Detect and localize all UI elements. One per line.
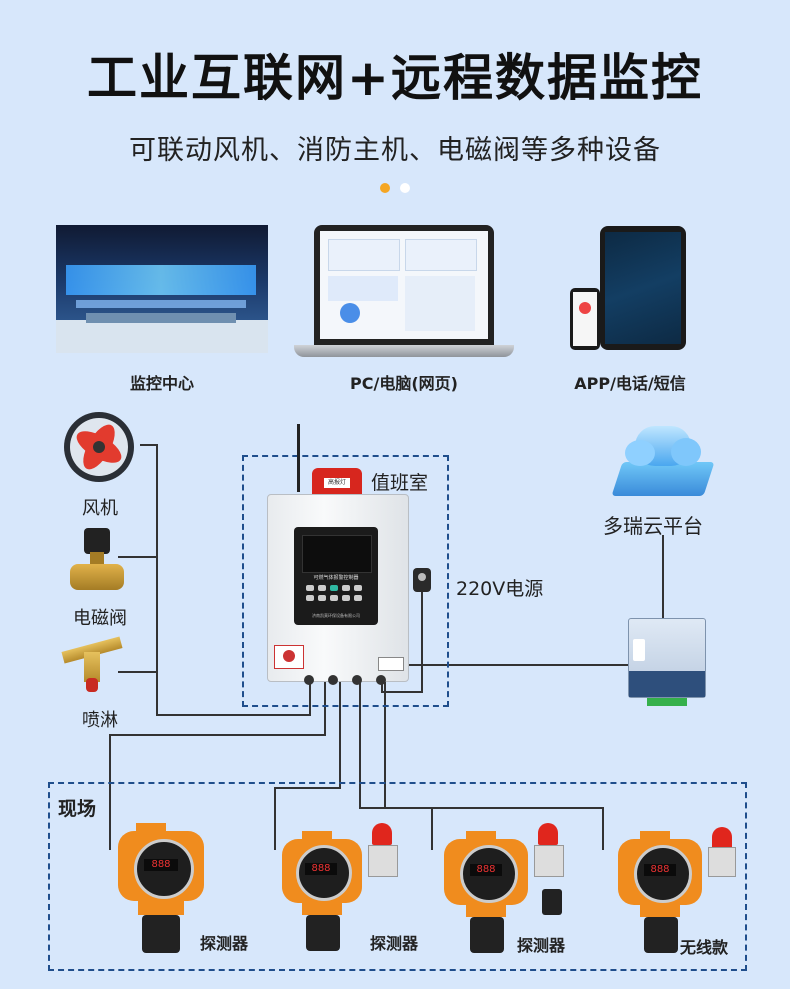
- page-subtitle: 可联动风机、消防主机、电磁阀等多种设备: [129, 135, 661, 166]
- alarm-light-icon: [712, 827, 732, 849]
- power-plug-icon: [413, 568, 431, 592]
- field-box: [48, 782, 747, 971]
- antenna-icon: [297, 424, 300, 492]
- panel-title: 可燃气体报警控制器: [313, 575, 359, 581]
- power-label: 220V电源: [456, 578, 544, 600]
- panel-footer: 济南凯莫环保设备有限公司: [312, 613, 360, 618]
- detector-2-label: 探测器: [370, 934, 419, 953]
- fan-label: 风机: [82, 498, 118, 519]
- duty-room-box: [242, 455, 449, 707]
- detector-reading: 888: [644, 864, 676, 876]
- iot-gateway: [628, 618, 706, 706]
- carousel-dot-active[interactable]: [380, 183, 390, 193]
- detector-4-wireless: 888: [602, 823, 742, 955]
- controller-keypad[interactable]: [306, 585, 366, 607]
- power-adapter-icon: [542, 889, 562, 915]
- duty-room-label: 值班室: [371, 472, 429, 494]
- cloud-label: 多瑞云平台: [603, 514, 703, 538]
- pc-web-label: PC/电脑(网页): [350, 374, 458, 393]
- alarm-controller: 可燃气体报警控制器 济南凯莫环保设备有限公司: [267, 494, 409, 685]
- warning-sticker: [274, 645, 304, 669]
- tablet-icon: [600, 226, 686, 350]
- phone-icon: [570, 288, 600, 350]
- controller-panel: 可燃气体报警控制器 济南凯莫环保设备有限公司: [294, 527, 378, 625]
- laptop-icon: [314, 225, 494, 345]
- app-phone-sms-label: APP/电话/短信: [574, 374, 686, 393]
- detector-reading: 888: [305, 863, 337, 875]
- carousel-dot[interactable]: [400, 183, 410, 193]
- sprinkler-icon: [61, 636, 123, 700]
- laptop-base: [294, 345, 514, 357]
- detector-3-label: 探测器: [517, 936, 566, 955]
- alarm-sticker: 高报灯: [324, 478, 350, 488]
- info-label: [378, 657, 404, 671]
- detector-4-label: 无线款: [680, 938, 729, 957]
- detector-reading: 888: [144, 859, 178, 871]
- detector-1-label: 探测器: [200, 934, 249, 953]
- field-label: 现场: [58, 798, 97, 820]
- sprinkler-label: 喷淋: [82, 710, 118, 731]
- alarm-light-icon: [372, 823, 392, 845]
- alarm-light-icon: 高报灯: [312, 468, 362, 498]
- controller-display: [302, 535, 372, 573]
- detector-reading: 888: [470, 864, 502, 876]
- detector-2: 888: [272, 823, 402, 955]
- control-center-image: [56, 225, 268, 353]
- alarm-light-icon: [538, 823, 558, 845]
- cloud-icon: [611, 418, 715, 498]
- solenoid-valve-icon: [66, 528, 126, 596]
- detector-3: 888: [428, 823, 568, 955]
- page-title: 工业互联网+远程数据监控: [87, 49, 703, 107]
- valve-label: 电磁阀: [73, 608, 127, 629]
- control-center-label: 监控中心: [129, 374, 194, 393]
- detector-1: 888: [108, 823, 214, 955]
- fan-icon: [64, 412, 134, 482]
